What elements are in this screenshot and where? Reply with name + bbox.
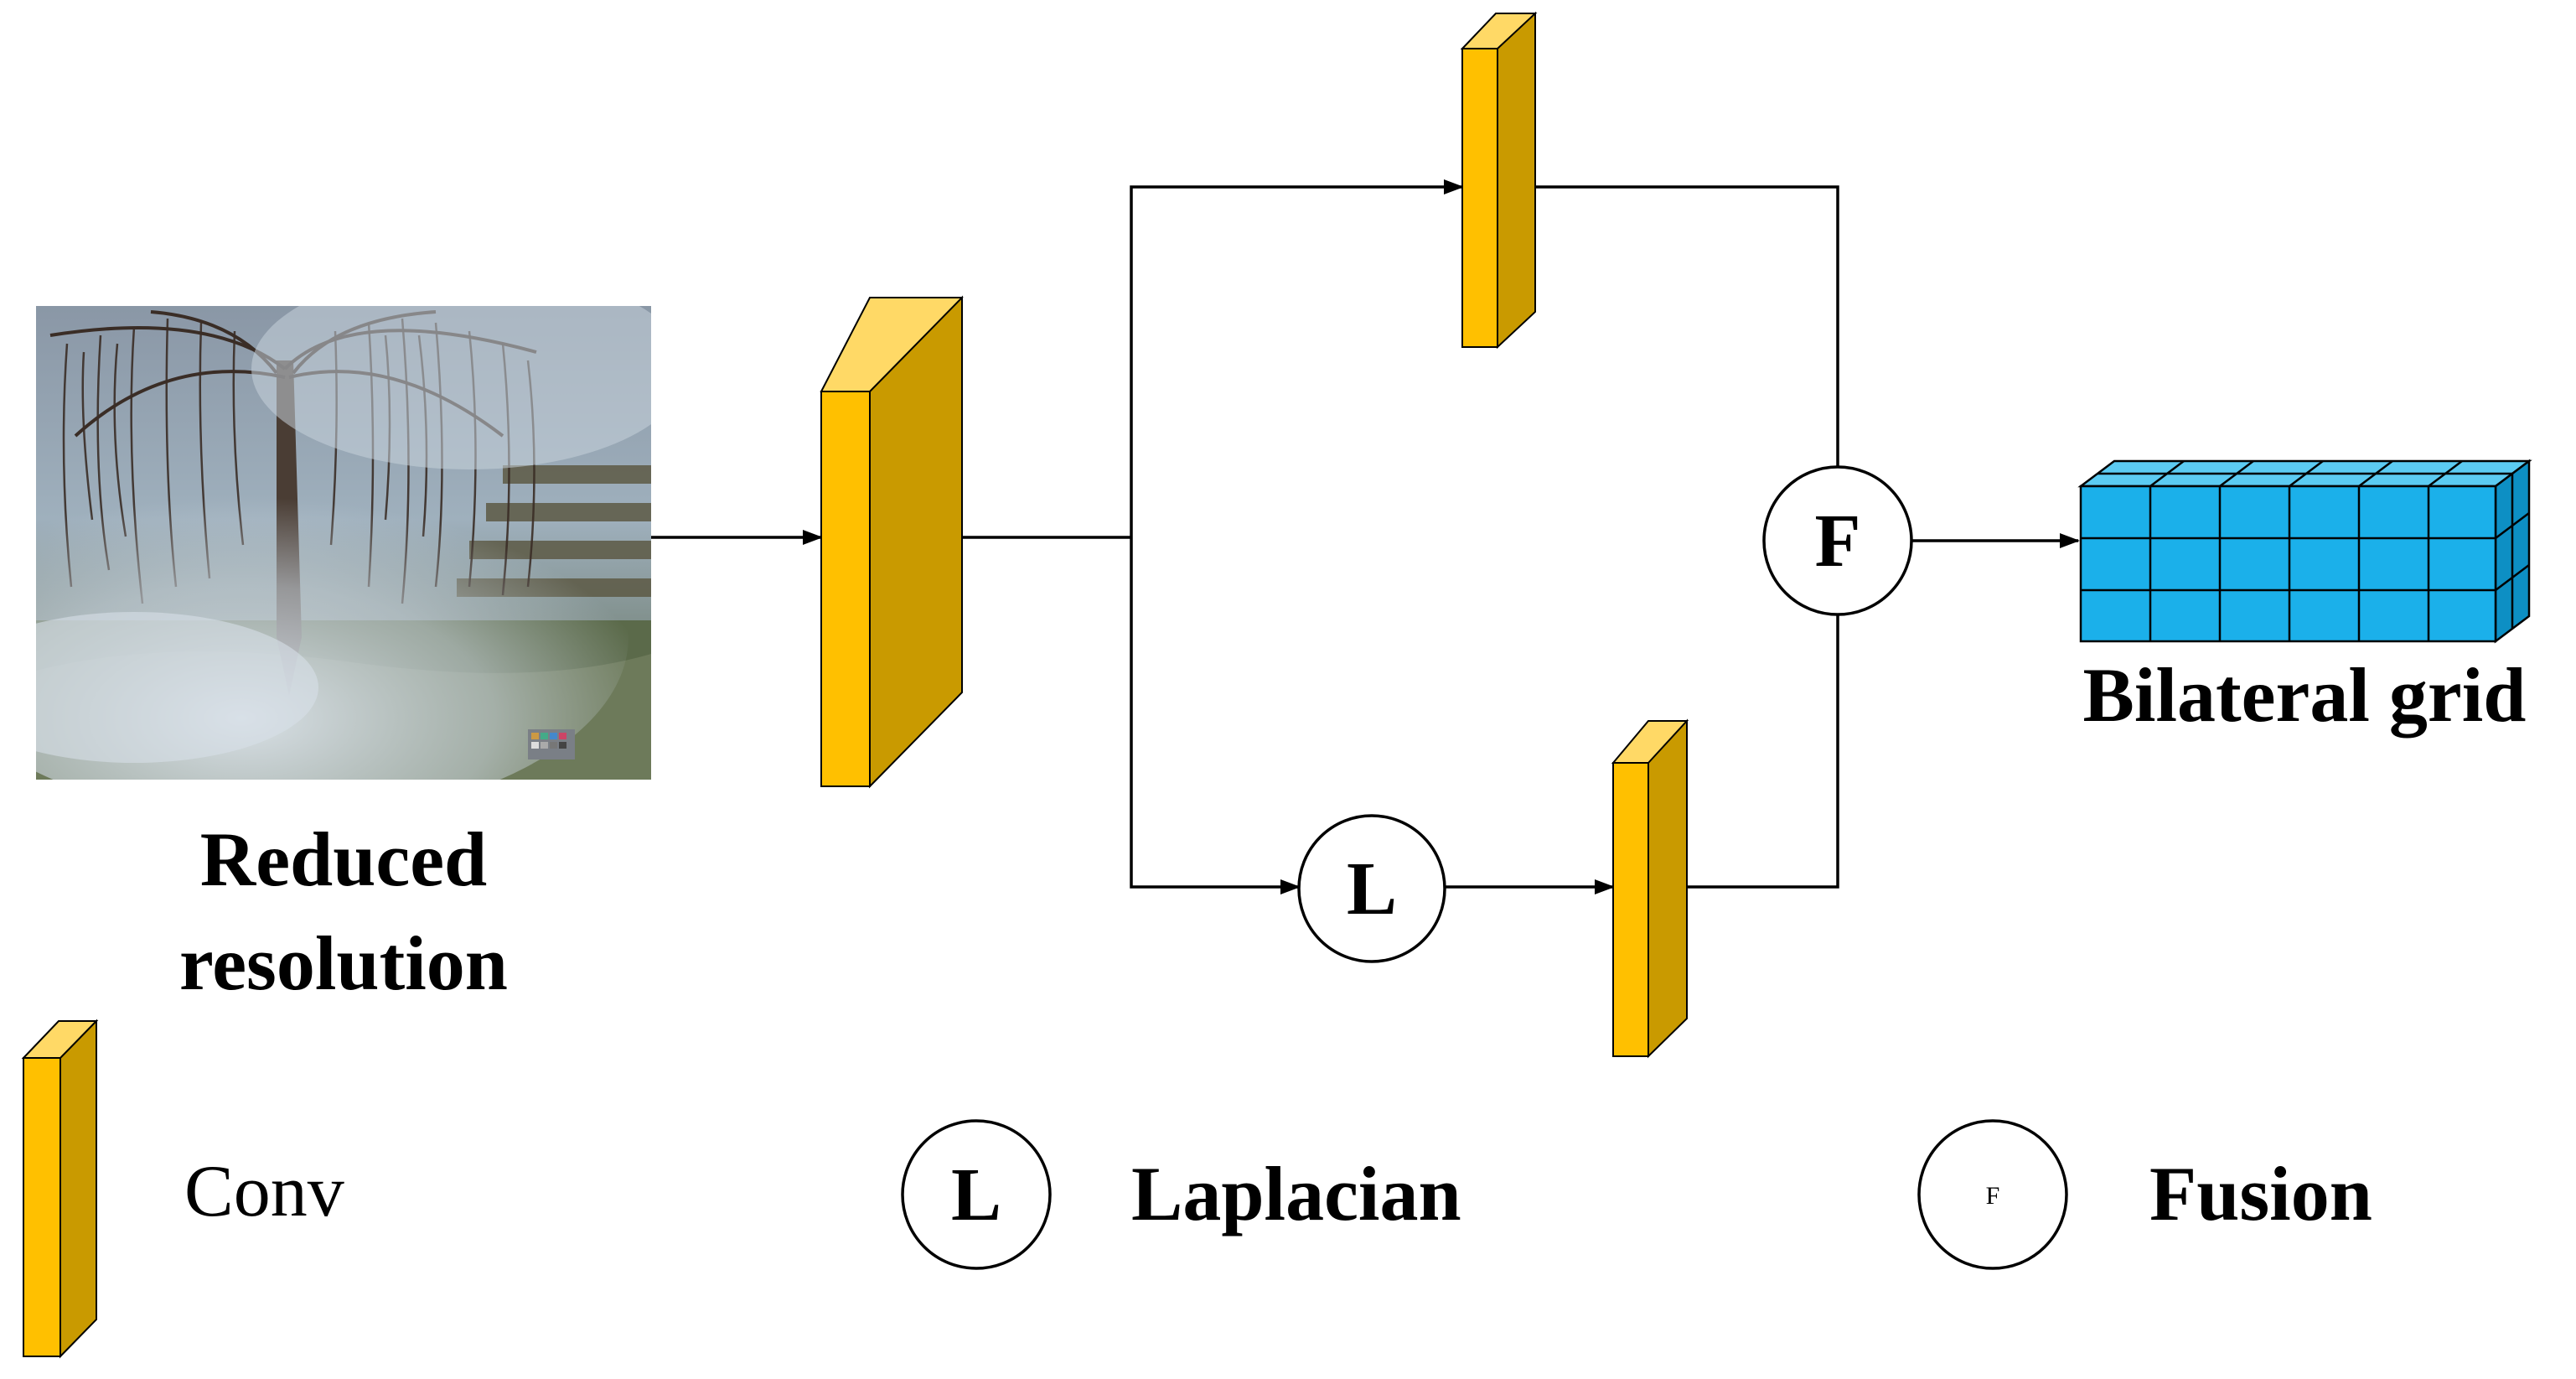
legend-laplacian-icon: L: [901, 1119, 1052, 1270]
legend-conv-label: Conv: [184, 1151, 344, 1232]
bilateral-grid: [2077, 459, 2532, 644]
input-caption-line1: Reduced: [200, 817, 487, 902]
laplacian-node: L: [1297, 814, 1446, 963]
legend-laplacian-symbol: L: [951, 1153, 1001, 1236]
line-conv-top-to-fusion: [1535, 185, 1839, 467]
legend-laplacian-label: Laplacian: [1131, 1151, 1461, 1236]
fusion-node: F: [1762, 465, 1913, 616]
conv-block-bottom: [1611, 718, 1689, 1059]
legend-fusion-symbol: F: [1986, 1182, 2000, 1210]
conv-block-1: [820, 295, 964, 789]
legend-fusion-label: Fusion: [2149, 1151, 2372, 1236]
fusion-node-symbol: F: [1815, 500, 1861, 583]
conv-block-top: [1460, 11, 1538, 350]
output-caption: Bilateral grid: [2083, 652, 2527, 738]
arrow-split-to-laplacian: [1130, 537, 1301, 894]
legend: Conv L Laplacian F Fusion: [21, 1019, 2372, 1359]
legend-conv-icon: [21, 1019, 99, 1359]
connections: [651, 179, 2080, 894]
line-conv-bottom-to-fusion: [1687, 615, 1839, 889]
laplacian-node-symbol: L: [1347, 848, 1397, 931]
arrow-split-to-conv-top: [1130, 179, 1464, 537]
input-caption-line2: resolution: [179, 920, 508, 1006]
input-image: [36, 306, 651, 780]
legend-fusion-icon: F: [1917, 1119, 2068, 1270]
